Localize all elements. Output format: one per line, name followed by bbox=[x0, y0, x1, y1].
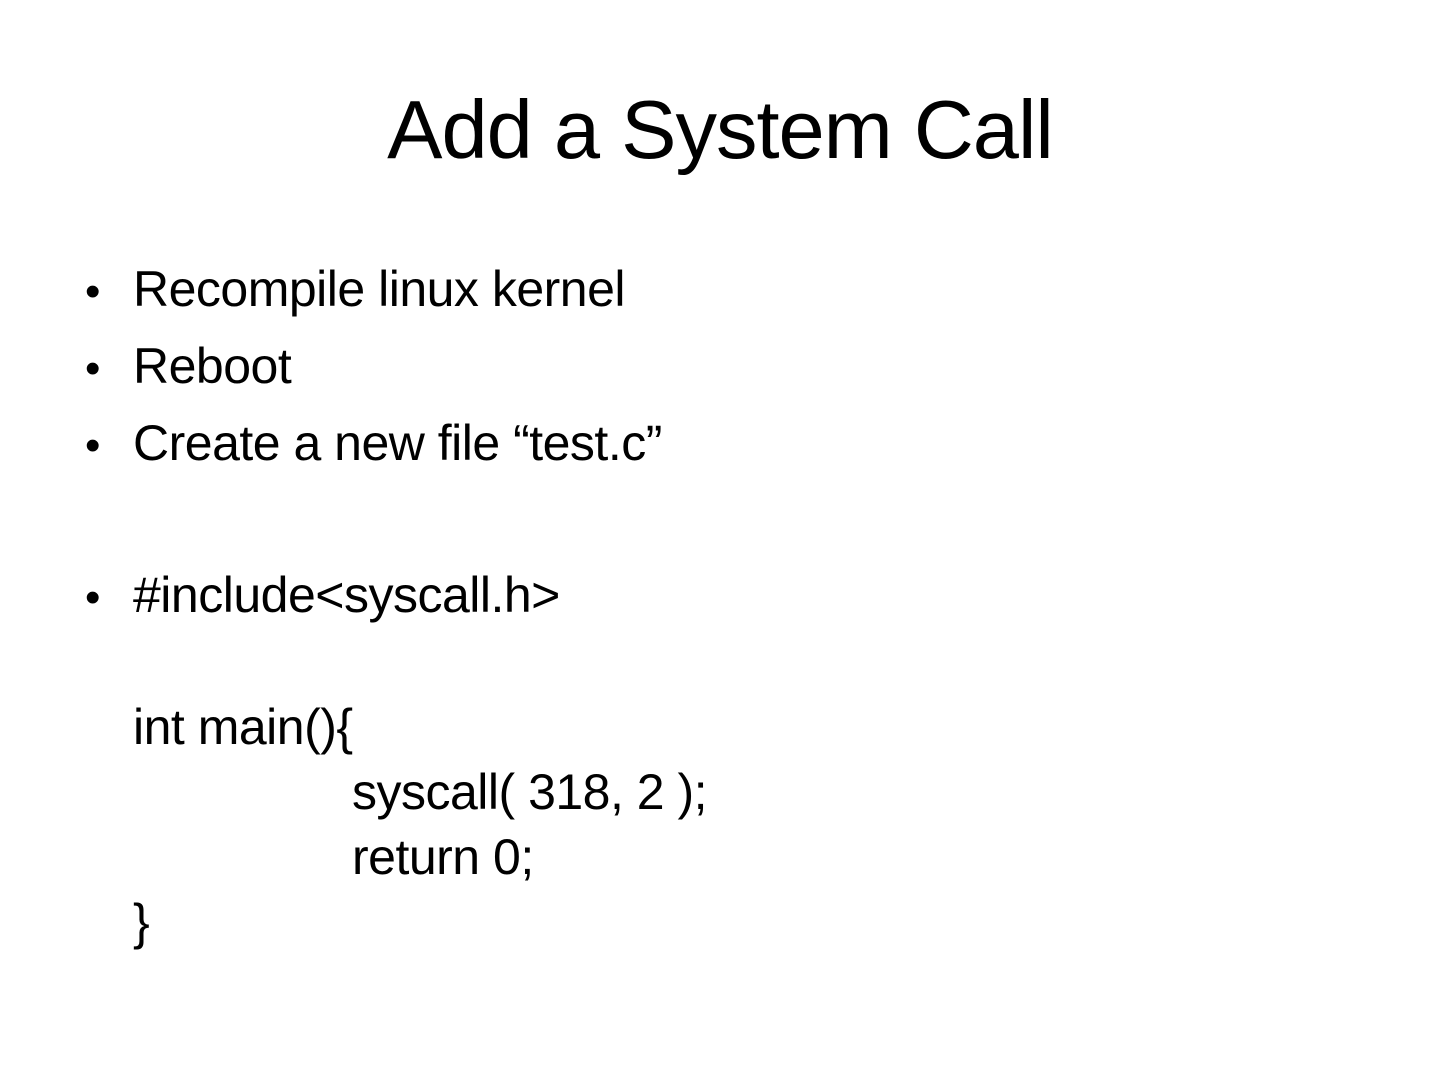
bullet-text-include: #include<syscall.h> bbox=[133, 567, 560, 623]
bullet-icon: • bbox=[85, 421, 100, 470]
code-line-syscall: syscall( 318, 2 ); bbox=[352, 764, 708, 820]
list-item: • #include<syscall.h> bbox=[85, 558, 1385, 635]
bullet-icon: • bbox=[85, 344, 100, 393]
bullet-icon: • bbox=[85, 573, 100, 622]
bullet-text-recompile: Recompile linux kernel bbox=[133, 261, 626, 317]
bullet-list: • Recompile linux kernel • Reboot • Crea… bbox=[85, 252, 1385, 635]
code-line-close-brace: } bbox=[133, 894, 150, 950]
list-item: • Recompile linux kernel bbox=[85, 252, 1385, 329]
slide-title: Add a System Call bbox=[387, 83, 1054, 176]
code-block: int main(){ syscall( 318, 2 ); return 0;… bbox=[133, 695, 708, 955]
code-line-main-open: int main(){ bbox=[133, 699, 353, 755]
bullet-text-create-file: Create a new file “test.c” bbox=[133, 415, 662, 471]
list-item: • Create a new file “test.c” bbox=[85, 406, 1385, 483]
bullet-icon: • bbox=[85, 267, 100, 316]
list-item: • Reboot bbox=[85, 329, 1385, 406]
code-line-return: return 0; bbox=[352, 829, 534, 885]
bullet-text-reboot: Reboot bbox=[133, 338, 292, 394]
blank-line-spacer bbox=[85, 483, 1385, 558]
